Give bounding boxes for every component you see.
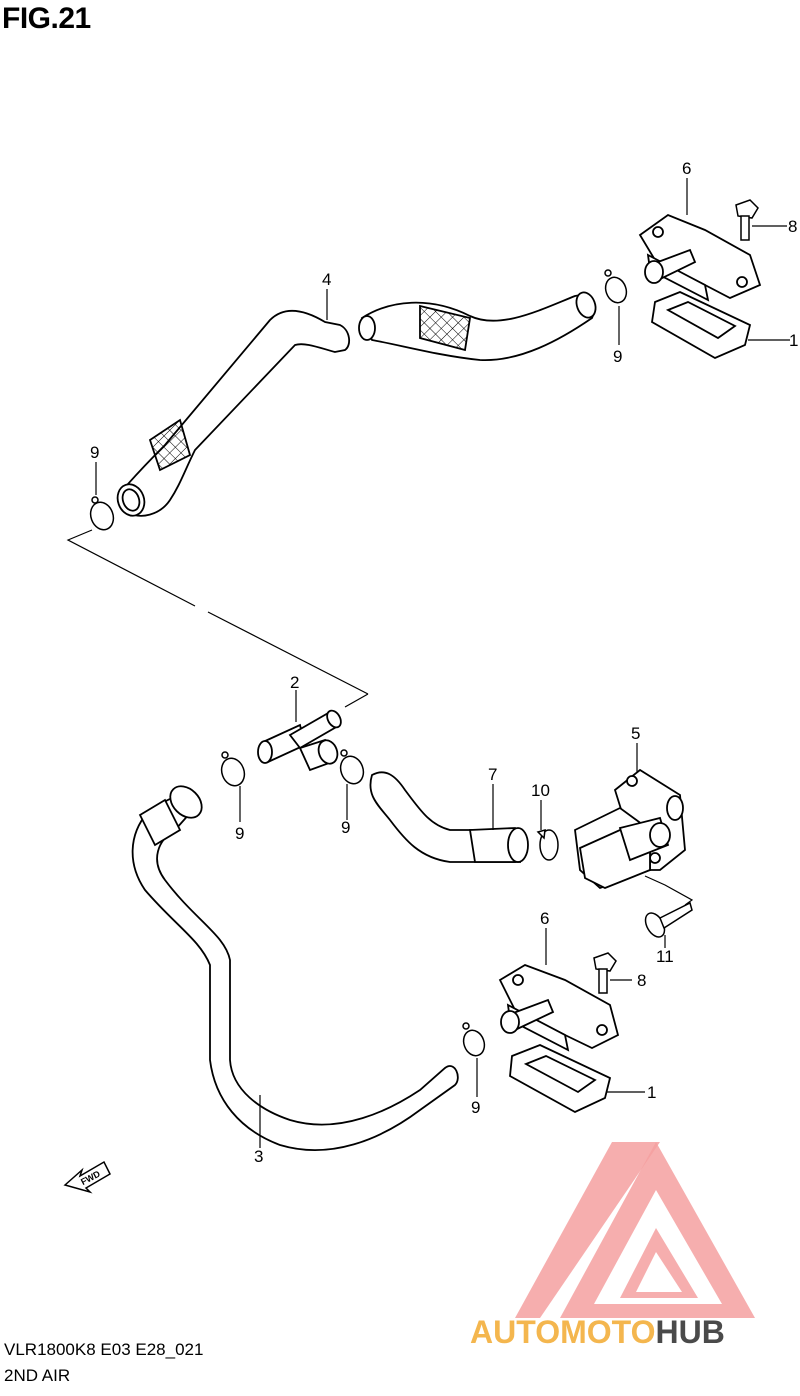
air-control-valve-5	[574, 768, 686, 890]
reed-valve-cover-6-upper	[638, 213, 762, 302]
gasket-1-upper	[651, 291, 752, 360]
callout-1-lower: 1	[647, 1083, 656, 1102]
callout-1-upper: 1	[789, 331, 798, 350]
bolt-8-lower	[593, 952, 617, 994]
watermark-text-part2: HUB	[655, 1314, 724, 1350]
screw-11	[644, 901, 693, 938]
callout-9-e: 9	[471, 1098, 480, 1117]
watermark-logo	[515, 1142, 755, 1318]
callout-10: 10	[531, 781, 550, 800]
callout-6-upper: 6	[682, 159, 691, 178]
callout-9-d: 9	[341, 818, 350, 837]
callout-9-c: 9	[235, 824, 244, 843]
callout-9-a: 9	[90, 443, 99, 462]
callout-4: 4	[322, 270, 331, 289]
locator-line	[66, 529, 369, 708]
t-joint-2	[257, 709, 342, 772]
watermark-text-part1: AUTOMOTO	[470, 1314, 655, 1350]
clamp-10	[536, 828, 559, 861]
fwd-arrow-icon: FWD	[63, 1160, 111, 1194]
hose-7	[369, 771, 529, 863]
section-name: 2ND AIR	[4, 1366, 71, 1385]
callout-5: 5	[631, 724, 640, 743]
callout-7: 7	[488, 765, 497, 784]
clamp-9-lower	[462, 1022, 486, 1057]
callout-9-b: 9	[613, 347, 622, 366]
model-code: VLR1800K8 E03 E28_021	[4, 1340, 204, 1359]
clamp-9-middle-right	[339, 749, 365, 785]
figure-title: FIG.21	[2, 2, 91, 35]
callout-3: 3	[254, 1147, 263, 1166]
locator-line-screw	[644, 875, 694, 906]
clamp-9-middle-left	[220, 751, 246, 787]
gasket-1-lower	[509, 1044, 612, 1114]
callout-2: 2	[290, 673, 299, 692]
hose-3	[131, 785, 459, 1151]
hose-4	[116, 309, 351, 517]
reed-valve-cover-6-lower	[498, 964, 620, 1052]
callout-6-lower: 6	[540, 909, 549, 928]
clamp-9-upper-left	[89, 496, 115, 531]
hose-4-right	[358, 291, 597, 361]
clamp-9-upper-right	[604, 269, 628, 304]
callout-11: 11	[656, 947, 674, 966]
callout-8-upper: 8	[788, 217, 797, 236]
watermark-text: AUTOMOTOHUB	[470, 1314, 725, 1350]
bolt-8-upper	[735, 199, 759, 241]
callout-8-lower: 8	[637, 971, 646, 990]
